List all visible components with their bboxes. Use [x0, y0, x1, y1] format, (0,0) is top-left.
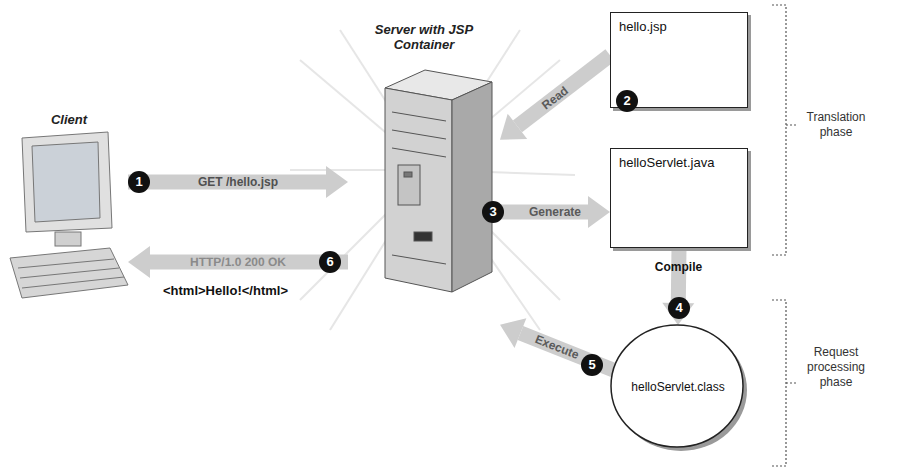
file-box: helloServlet.java [610, 148, 748, 248]
arrow-head [326, 166, 348, 198]
edge-label: Execute [533, 332, 581, 362]
arrow-head [128, 246, 150, 278]
edge-label: Generate [529, 205, 581, 219]
node-title: helloServlet.java [611, 149, 747, 170]
class-circle: helloServlet.class [608, 322, 748, 452]
light-rays [290, 30, 575, 330]
callout-number: 2 [616, 90, 638, 112]
edge-label: Compile [655, 260, 702, 274]
phase-bracket [772, 5, 796, 466]
callout-number: 5 [581, 354, 603, 376]
node-title: hello.jsp [611, 13, 747, 34]
client-computer [10, 132, 128, 298]
block-arrow [517, 55, 610, 126]
block-arrow [128, 174, 326, 189]
circle-shape [611, 325, 743, 447]
node-title: Server with JSP Container [369, 22, 479, 52]
edge-label: GET /hello.jsp [198, 175, 278, 189]
arrow-head [588, 196, 610, 228]
response-body: <html>Hello!</html> [163, 283, 288, 298]
block-arrow [671, 248, 687, 303]
callout-number: 4 [668, 297, 690, 319]
server-node: Server with JSP Container [348, 22, 500, 332]
phase-label: Translation phase [800, 110, 872, 140]
arrow-group [500, 55, 610, 140]
edge-label: Read [539, 83, 571, 112]
client-computer: Client [10, 112, 128, 302]
arrow-group [500, 196, 610, 228]
phase-label: Request processing phase [800, 345, 872, 390]
node-title: helloServlet.class [631, 380, 724, 394]
callout-number: 1 [128, 171, 150, 193]
arrow-head [500, 318, 526, 348]
arrow-group [128, 246, 348, 278]
block-arrow [500, 205, 588, 220]
arrow-head [500, 114, 527, 140]
callout-number: 3 [482, 201, 504, 223]
node-title: Client [14, 112, 124, 127]
server-tower [385, 70, 492, 292]
callout-number: 6 [319, 251, 341, 273]
edge-label: HTTP/1.0 200 OK [190, 255, 286, 269]
arrow-group [128, 166, 348, 198]
